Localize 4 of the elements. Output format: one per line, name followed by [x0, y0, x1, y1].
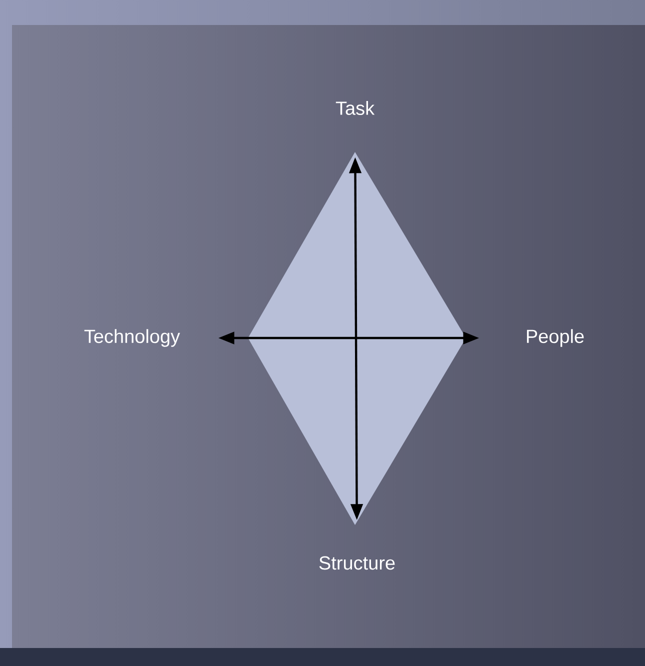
node-label: People	[526, 329, 584, 347]
node-label: Technology	[84, 329, 180, 347]
node-label: Structure	[319, 556, 395, 570]
node-label: Task	[336, 101, 375, 115]
